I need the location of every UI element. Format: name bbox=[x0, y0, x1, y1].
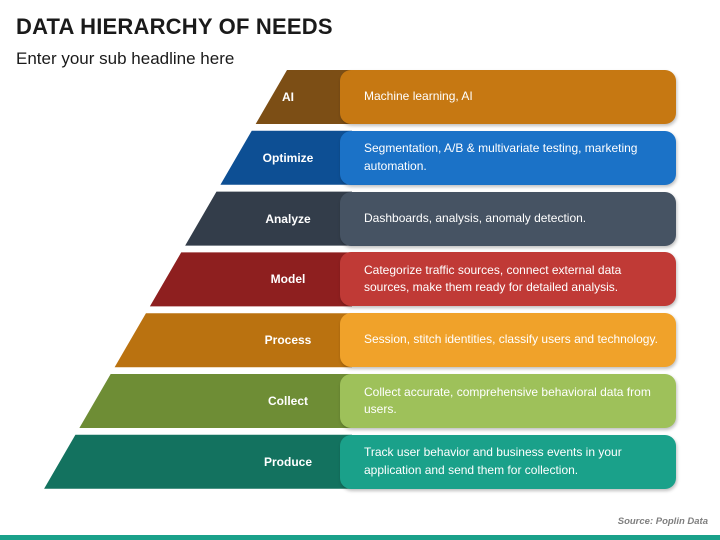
level-description-model: Categorize traffic sources, connect exte… bbox=[340, 252, 676, 307]
page-subtitle: Enter your sub headline here bbox=[16, 49, 235, 68]
level-description-text: Segmentation, A/B & multivariate testing… bbox=[364, 141, 638, 173]
level-description-collect: Collect accurate, comprehensive behavior… bbox=[340, 374, 676, 428]
pyramid-layer-analyze bbox=[185, 191, 352, 246]
footer-bar bbox=[0, 535, 720, 540]
level-description-text: Dashboards, analysis, anomaly detection. bbox=[364, 210, 587, 225]
level-description-text: Collect accurate, comprehensive behavior… bbox=[364, 384, 651, 416]
level-description-produce: Track user behavior and business events … bbox=[340, 434, 676, 489]
level-description-text: Track user behavior and business events … bbox=[364, 445, 622, 477]
pyramid-layer-collect bbox=[79, 374, 353, 428]
pyramid-layer-produce bbox=[44, 434, 352, 489]
level-label-optimize: Optimize bbox=[262, 150, 314, 165]
level-label-collect: Collect bbox=[267, 394, 308, 408]
level-label-produce: Produce bbox=[263, 454, 312, 469]
level-description-text: Session, stitch identities, classify use… bbox=[364, 332, 658, 347]
level-description-ai: Machine learning, AI bbox=[340, 70, 676, 124]
level-label-process: Process bbox=[264, 333, 312, 348]
level-label-model: Model bbox=[270, 272, 306, 287]
level-label-analyze: Analyze bbox=[265, 211, 311, 226]
level-description-analyze: Dashboards, analysis, anomaly detection. bbox=[340, 191, 676, 246]
pyramid-layer-ai bbox=[255, 70, 352, 124]
pyramid-layer-model bbox=[149, 252, 352, 307]
level-description-text: Machine learning, AI bbox=[364, 89, 473, 104]
page-title: DATA HIERARCHY OF NEEDS bbox=[16, 14, 333, 39]
pyramid-layer-process bbox=[114, 313, 353, 368]
level-description-text: Categorize traffic sources, connect exte… bbox=[364, 263, 622, 295]
source-note: Source: Poplin Data bbox=[617, 516, 708, 527]
level-description-optimize: Segmentation, A/B & multivariate testing… bbox=[340, 130, 676, 185]
level-label-ai: AI bbox=[282, 90, 294, 104]
pyramid-layer-optimize bbox=[220, 130, 352, 185]
level-description-process: Session, stitch identities, classify use… bbox=[340, 313, 676, 368]
